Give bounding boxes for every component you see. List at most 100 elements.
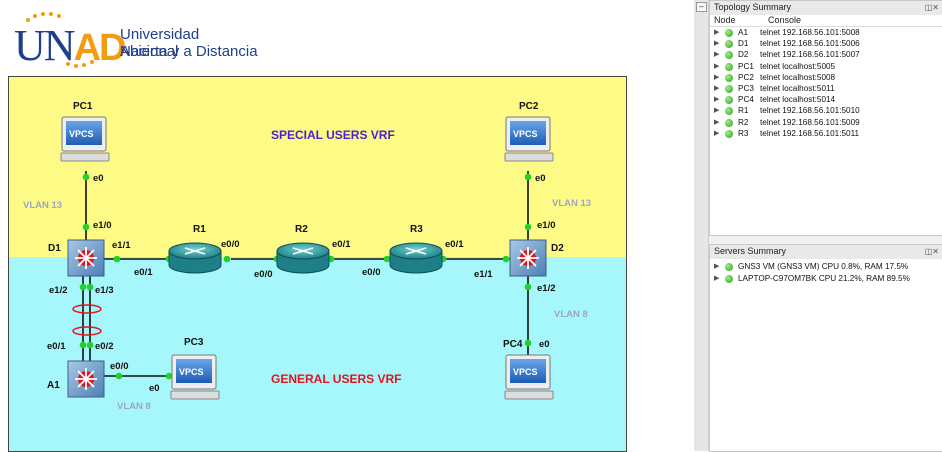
expand-arrow-icon[interactable]: ▶ [714,51,720,59]
vpcs-computer-icon: VPCS [504,354,554,400]
expand-arrow-icon[interactable]: ▶ [714,129,720,137]
vlan8-left-label: VLAN 8 [117,401,151,412]
if-a1-e0-0: e0/0 [110,361,129,372]
if-d2-e1-1: e1/1 [474,269,493,280]
col-node: Node [714,15,736,25]
vlan13-left-label: VLAN 13 [23,200,62,211]
r3-node[interactable]: R3 [389,224,443,274]
col-console: Console [768,15,802,25]
if-pc2-e0: e0 [535,173,546,184]
special-users-zone [9,77,626,257]
status-dot-icon [725,118,733,127]
node-name: PC4 [738,95,754,105]
if-d1-e1-1: e1/1 [112,240,131,251]
topology-summary-title: Topology Summary [714,2,792,12]
if-r1-e0-1: e0/1 [134,267,153,278]
console-address: telnet localhost:5005 [760,61,836,71]
if-a1-e0-2: e0/2 [95,341,114,352]
if-r2-e0-0: e0/0 [254,269,273,280]
multilayer-switch-icon [509,239,547,277]
dock-splitter[interactable]: – [694,0,709,451]
node-name: D1 [738,39,749,49]
d2-label: D2 [551,243,564,254]
multilayer-switch-icon [67,239,105,277]
svg-text:VPCS: VPCS [513,129,538,139]
server-text: LAPTOP-C97OM7BK CPU 21.2%, RAM 89.5% [738,273,910,283]
status-dot-icon [725,62,733,71]
r2-node[interactable]: R2 [276,224,330,274]
multilayer-switch-icon [67,360,105,398]
if-d1-e1-3: e1/3 [95,285,114,296]
node-name: R2 [738,117,749,127]
vlan8-right-label: VLAN 8 [554,309,588,320]
dock-float-close-icon[interactable]: ◫✕ [924,3,939,12]
server-row[interactable]: ▶ GNS3 VM (GNS3 VM) CPU 0.8%, RAM 17.5% [710,262,942,273]
pc4-node[interactable]: PC4 VPCS [503,339,554,400]
if-r1-e0-0: e0/0 [221,239,240,250]
router-icon [389,242,443,274]
general-users-zone [9,257,626,451]
console-address: telnet 192.168.56.101:5010 [760,106,860,116]
topology-row-pc4[interactable]: ▶ PC4 telnet localhost:5014 [710,95,942,106]
if-pc3-e0: e0 [149,383,160,394]
expand-arrow-icon[interactable]: ▶ [714,274,720,282]
expand-arrow-icon[interactable]: ▶ [714,263,720,270]
vpcs-computer-icon: VPCS [60,116,110,162]
if-pc1-e0: e0 [93,173,104,184]
node-name: A1 [738,28,749,37]
pc1-node[interactable]: PC1 VPCS [60,101,110,162]
pc3-label: PC3 [184,337,204,348]
if-r3-e0-1: e0/1 [445,239,464,250]
status-dot-icon [725,107,733,116]
node-name: R3 [738,128,749,138]
vpcs-computer-icon: VPCS [504,116,554,162]
node-name: PC2 [738,72,754,82]
d1-label: D1 [48,243,61,254]
console-address: telnet 192.168.56.101:5009 [760,117,860,127]
collapse-icon[interactable]: – [696,2,707,12]
pc3-node[interactable]: PC3 VPCS [170,337,220,400]
general-users-vrf-label: GENERAL USERS VRF [271,372,401,386]
status-dot-icon [725,73,733,82]
node-name: D2 [738,50,749,60]
expand-arrow-icon[interactable]: ▶ [714,96,720,104]
status-dot-icon [725,40,733,49]
etherchannel-ring-lower [72,326,102,336]
expand-arrow-icon[interactable]: ▶ [714,73,720,81]
if-d1-e1-0: e1/0 [93,220,112,231]
r1-node[interactable]: R1 [168,224,222,274]
topology-row-r2[interactable]: ▶ R2 telnet 192.168.56.101:5009 [710,118,942,129]
d2-node[interactable]: D2 [509,239,564,277]
pc2-node[interactable]: PC2 VPCS [504,101,554,162]
expand-arrow-icon[interactable]: ▶ [714,85,720,92]
d1-node[interactable]: D1 [48,239,105,277]
server-text: GNS3 VM (GNS3 VM) CPU 0.8%, RAM 17.5% [738,262,909,271]
server-row[interactable]: ▶ LAPTOP-C97OM7BK CPU 21.2%, RAM 89.5% [710,274,942,285]
expand-arrow-icon[interactable]: ▶ [714,62,720,70]
expand-arrow-icon[interactable]: ▶ [714,107,720,115]
a1-node[interactable]: A1 [47,360,105,398]
expand-arrow-icon[interactable]: ▶ [714,40,720,48]
topology-summary-dock: Topology Summary ◫✕ Node Console ▶ A1 telne… [709,0,942,236]
expand-arrow-icon[interactable]: ▶ [714,118,720,126]
logo-dots-icon [26,12,94,68]
pc1-label: PC1 [73,101,93,112]
vpcs-computer-icon: VPCS [170,354,220,400]
status-dot-icon [725,129,733,138]
topology-canvas[interactable]: SPECIAL USERS VRF GENERAL USERS VRF VLAN… [8,76,627,452]
console-address: telnet localhost:5014 [760,95,836,105]
r3-label: R3 [410,224,423,235]
dock-float-close-icon[interactable]: ◫✕ [924,247,939,256]
expand-arrow-icon[interactable]: ▶ [714,29,720,36]
if-a1-e0-1: e0/1 [47,341,66,352]
vlan13-right-label: VLAN 13 [552,198,591,209]
special-users-vrf-label: SPECIAL USERS VRF [271,128,395,142]
